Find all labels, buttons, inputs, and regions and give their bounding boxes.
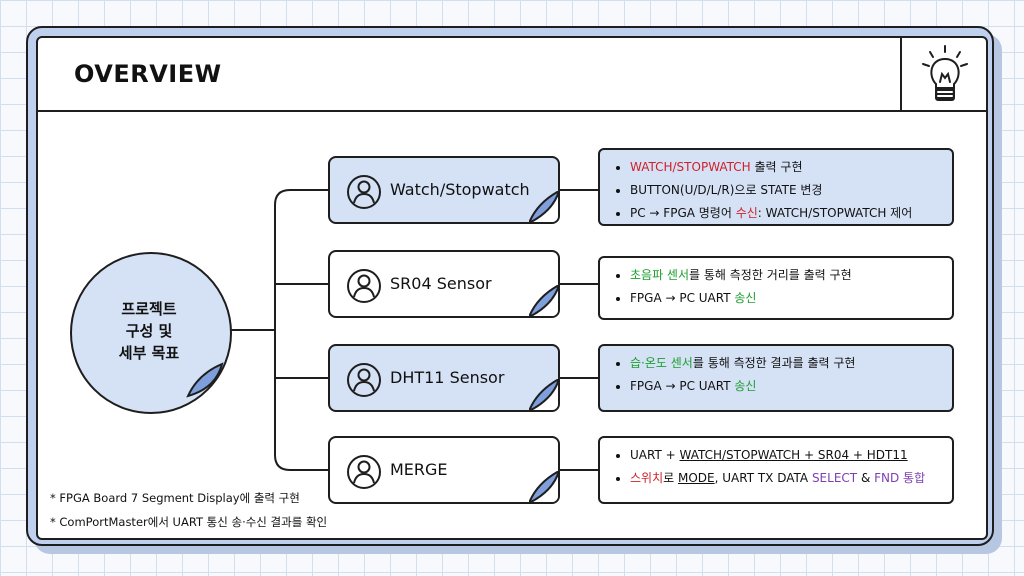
bullet-item: 초음파 센서를 통해 측정한 거리를 출력 구현 — [630, 264, 942, 287]
bullet-text: & — [857, 471, 875, 485]
bullet-list: WATCH/STOPWATCH 출력 구현 BUTTON(U/D/L/R)으로 … — [614, 156, 942, 225]
person-icon — [347, 455, 381, 489]
bullet-text: 를 통해 측정한 거리를 출력 구현 — [689, 268, 852, 282]
node-dht11-sensor: DHT11 Sensor — [328, 344, 560, 412]
bullet-text: 수신 — [735, 206, 758, 220]
center-line-1: 프로젝트 — [121, 300, 177, 318]
bullet-text: 송신 — [734, 291, 757, 305]
footnote: * FPGA Board 7 Segment Display에 출력 구현 — [50, 491, 300, 505]
page-curl-icon — [529, 471, 558, 502]
title-bar: OVERVIEW — [38, 38, 986, 112]
bullet-text: WATCH/STOPWATCH + SR04 + HDT11 — [679, 448, 908, 462]
page-curl-icon — [186, 362, 224, 398]
center-label: 프로젝트 구성 및 세부 목표 — [70, 298, 228, 364]
lightbulb-box — [900, 38, 986, 110]
bullet-item: WATCH/STOPWATCH 출력 구현 — [630, 156, 942, 179]
bullet-item: PC → FPGA 명령어 수신: WATCH/STOPWATCH 제어 — [630, 202, 942, 225]
desc-sr04-sensor: 초음파 센서를 통해 측정한 거리를 출력 구현 FPGA → PC UART … — [598, 256, 954, 320]
center-circle — [70, 252, 232, 414]
page-curl-icon — [529, 285, 558, 316]
bullet-text: PC → FPGA 명령어 — [630, 206, 736, 220]
desc-merge: UART + WATCH/STOPWATCH + SR04 + HDT11 스위… — [598, 436, 954, 504]
bullet-item: UART + WATCH/STOPWATCH + SR04 + HDT11 — [630, 444, 942, 467]
bullet-text: 스위치 — [630, 471, 664, 485]
bullet-item: BUTTON(U/D/L/R)으로 STATE 변경 — [630, 179, 942, 202]
person-icon — [347, 363, 381, 397]
bullet-text: 습·온도 센서 — [630, 356, 693, 370]
desc-dht11-sensor: 습·온도 센서를 통해 측정한 결과를 출력 구현 FPGA → PC UART… — [598, 344, 954, 412]
node-sr04-sensor: SR04 Sensor — [328, 250, 560, 318]
bullet-text: SELECT — [811, 471, 858, 485]
bullet-list: UART + WATCH/STOPWATCH + SR04 + HDT11 스위… — [614, 444, 942, 490]
bullet-list: 습·온도 센서를 통해 측정한 결과를 출력 구현 FPGA → PC UART… — [614, 352, 942, 398]
bullet-item: 습·온도 센서를 통해 측정한 결과를 출력 구현 — [630, 352, 942, 375]
node-label: Watch/Stopwatch — [390, 180, 530, 199]
node-label: MERGE — [390, 460, 448, 479]
person-icon — [347, 175, 381, 209]
node-label: DHT11 Sensor — [390, 368, 505, 387]
bullet-text: FPGA → PC UART — [630, 291, 735, 305]
node-watch-stopwatch: Watch/Stopwatch — [328, 156, 560, 224]
bullet-item: 스위치로 MODE, UART TX DATA SELECT & FND 통합 — [630, 467, 942, 490]
page-curl-icon — [529, 379, 558, 410]
bullet-item: FPGA → PC UART 송신 — [630, 287, 942, 310]
desc-watch-stopwatch: WATCH/STOPWATCH 출력 구현 BUTTON(U/D/L/R)으로 … — [598, 148, 954, 226]
bullet-text: 를 통해 측정한 결과를 출력 구현 — [692, 356, 856, 370]
center-line-2: 구성 및 — [125, 322, 173, 340]
bullet-text: FND 통합 — [874, 471, 926, 485]
bullet-text: UART + — [630, 448, 680, 462]
bullet-text: 로 — [663, 471, 678, 485]
bullet-text: 출력 구현 — [750, 160, 803, 174]
bullet-item: FPGA → PC UART 송신 — [630, 375, 942, 398]
bullet-text: MODE — [677, 471, 715, 485]
bullet-list: 초음파 센서를 통해 측정한 거리를 출력 구현 FPGA → PC UART … — [614, 264, 942, 310]
lightbulb-icon — [922, 45, 968, 101]
center-line-3: 세부 목표 — [118, 344, 180, 362]
page-curl-icon — [529, 191, 558, 222]
bullet-text: WATCH/STOPWATCH — [630, 160, 751, 174]
footnote: * ComPortMaster에서 UART 통신 송·수신 결과를 확인 — [50, 515, 328, 529]
bullet-text: : WATCH/STOPWATCH 제어 — [757, 206, 913, 220]
bullet-text: BUTTON(U/D/L/R)으로 STATE 변경 — [630, 183, 823, 197]
node-label: SR04 Sensor — [390, 274, 492, 293]
bullet-text: 송신 — [734, 379, 757, 393]
bullet-text: 초음파 센서 — [630, 268, 690, 282]
node-merge: MERGE — [328, 436, 560, 504]
person-icon — [347, 269, 381, 303]
bullet-text: , UART TX DATA — [714, 471, 812, 485]
bullet-text: FPGA → PC UART — [630, 379, 735, 393]
page-title: OVERVIEW — [74, 60, 222, 88]
